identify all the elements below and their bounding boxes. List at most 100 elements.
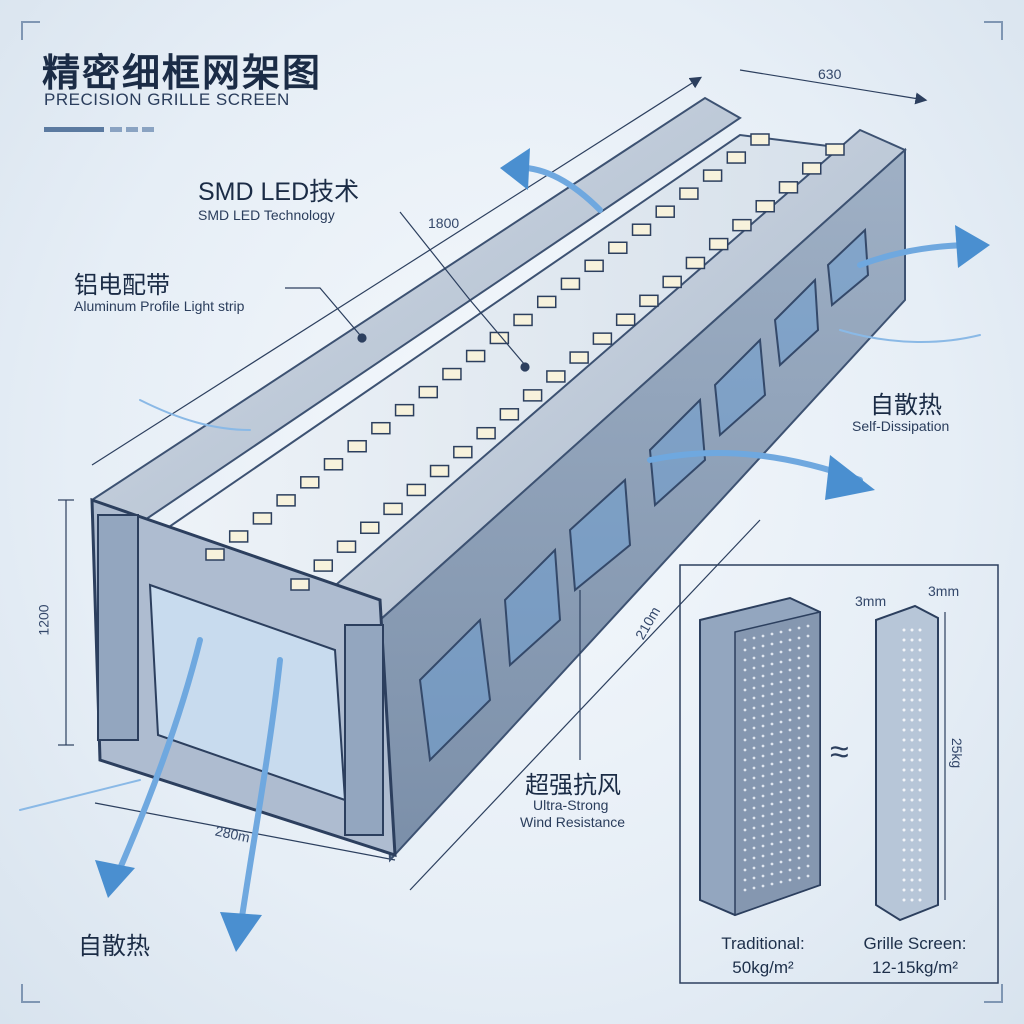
grid-dot <box>902 818 906 822</box>
grid-dot <box>806 754 810 758</box>
led-chip <box>655 205 675 218</box>
led-chip <box>429 464 450 478</box>
grid-dot <box>779 640 783 644</box>
grid-dot <box>788 878 792 882</box>
led-chip <box>560 277 581 291</box>
grid-dot <box>902 838 906 842</box>
grid-dot <box>902 778 906 782</box>
grid-dot <box>761 654 765 658</box>
led-chip <box>205 548 225 561</box>
grid-dot <box>752 856 756 860</box>
grid-dot <box>761 854 765 858</box>
grid-dot <box>902 768 906 772</box>
grid-dot <box>770 722 774 726</box>
grid-dot <box>910 728 914 732</box>
grid-dot <box>797 636 801 640</box>
grid-dot <box>918 828 922 832</box>
grid-dot <box>788 868 792 872</box>
grid-dot <box>743 838 747 842</box>
led-chip <box>546 370 566 383</box>
grid-dot <box>761 774 765 778</box>
grid-dot <box>910 678 914 682</box>
grid-dot <box>743 858 747 862</box>
grid-dot <box>788 698 792 702</box>
led-chip <box>371 421 391 435</box>
grid-dot <box>902 628 906 632</box>
led-chip <box>453 445 473 459</box>
led-chip <box>750 133 770 146</box>
grid-dot <box>761 644 765 648</box>
grid-dot <box>770 782 774 786</box>
grid-dot <box>779 850 783 854</box>
led-chip <box>489 331 510 345</box>
comparison-panel <box>679 564 999 984</box>
led-chip <box>290 578 310 591</box>
grid-dot <box>743 828 747 832</box>
grid-dot <box>910 778 914 782</box>
grid-dot <box>910 648 914 652</box>
led-chip <box>347 439 367 453</box>
grid-dot <box>752 636 756 640</box>
grid-dot <box>743 738 747 742</box>
grid-dot <box>910 798 914 802</box>
grid-dot <box>779 870 783 874</box>
grid-dot <box>779 660 783 664</box>
dim-length: 1800 <box>428 215 460 231</box>
grid-dot <box>806 724 810 728</box>
grid-dot <box>797 786 801 790</box>
grid-dot <box>806 834 810 838</box>
grid-dot <box>761 744 765 748</box>
led-chip <box>499 408 520 421</box>
grid-dot <box>902 718 906 722</box>
dim-height: 1200 <box>35 604 52 636</box>
grid-dot <box>770 852 774 856</box>
grid-dot <box>918 868 922 872</box>
grid-dot <box>779 760 783 764</box>
led-chip <box>513 313 533 327</box>
grid-dot <box>797 626 801 630</box>
grid-dot <box>752 816 756 820</box>
grid-dot <box>752 786 756 790</box>
grid-dot <box>902 708 906 712</box>
grid-dot <box>788 628 792 632</box>
grid-dot <box>752 736 756 740</box>
led-chip <box>228 530 249 543</box>
grid-dot <box>902 898 906 902</box>
grid-dot <box>788 648 792 652</box>
led-chip <box>592 332 613 345</box>
grid-dot <box>902 798 906 802</box>
led-chip <box>300 476 320 489</box>
grid-dot <box>779 740 783 744</box>
grid-dot <box>743 718 747 722</box>
grid-dot <box>743 768 747 772</box>
grid-dot <box>743 758 747 762</box>
grid-dot <box>902 648 906 652</box>
grid-dot <box>743 708 747 712</box>
grid-dot <box>797 866 801 870</box>
grid-dot <box>788 798 792 802</box>
led-chip <box>276 494 296 507</box>
grid-dot <box>743 848 747 852</box>
grid-dot <box>788 668 792 672</box>
grid-dot <box>910 878 914 882</box>
grid-dot <box>918 798 922 802</box>
bottom-dissipation-label: 自散热 <box>78 933 150 960</box>
grid-dot <box>910 888 914 892</box>
grid-dot <box>918 738 922 742</box>
grid-dot <box>788 638 792 642</box>
grid-dot <box>770 662 774 666</box>
grid-dot <box>902 658 906 662</box>
grille-value: 12-15kg/m² <box>872 958 958 977</box>
led-chip <box>569 351 589 364</box>
grid-dot <box>752 706 756 710</box>
grid-dot <box>752 666 756 670</box>
grid-dot <box>910 768 914 772</box>
grid-dot <box>910 688 914 692</box>
grid-dot <box>779 690 783 694</box>
grid-dot <box>910 658 914 662</box>
grid-dot <box>770 742 774 746</box>
grid-dot <box>779 780 783 784</box>
grid-dot <box>910 868 914 872</box>
grid-dot <box>797 826 801 830</box>
grid-dot <box>752 646 756 650</box>
